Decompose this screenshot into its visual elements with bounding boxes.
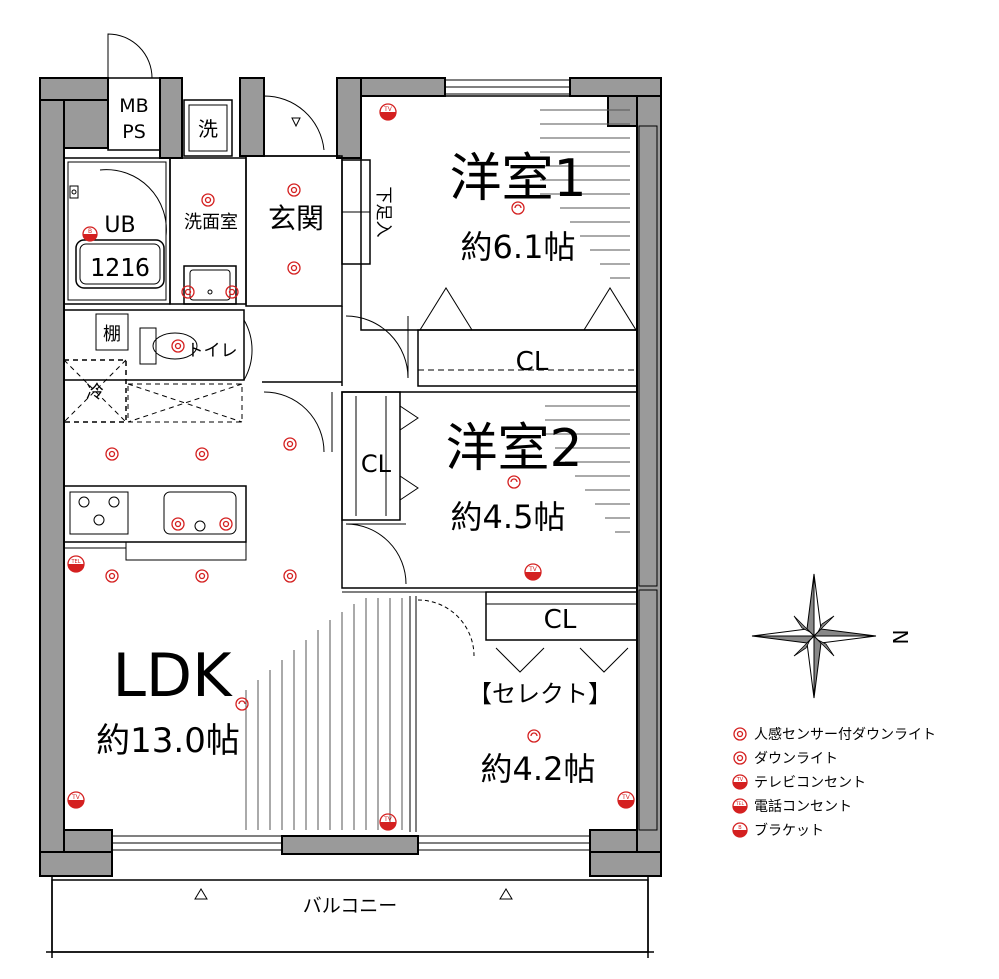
western-room-1: 洋室1 約6.1帖 (360, 95, 638, 331)
legend-label: 電話コンセント (754, 798, 852, 815)
downlight-icon (195, 569, 209, 583)
shoe-box-label: 下足入 (373, 187, 393, 238)
mbps-label-1: MB (119, 95, 148, 117)
western-room-2: CL 洋室2 約4.5帖 (341, 391, 638, 589)
closet3-label: CL (544, 605, 577, 635)
closet1-label: CL (516, 347, 549, 377)
bracket-light-icon: B (82, 226, 98, 242)
mbps-label-2: PS (122, 121, 146, 143)
tv-outlet-icon: TV (617, 791, 635, 809)
sink-icon (163, 491, 237, 535)
downlight-icon (219, 517, 233, 531)
western1-name: 洋室1 (449, 149, 586, 209)
ldk-size: 約13.0帖 (96, 721, 240, 761)
shower-icon (69, 185, 79, 199)
entry-arrow-icon (291, 117, 301, 128)
tv-outlet-icon: TV (732, 774, 748, 790)
unit-bath: UB 1216 (63, 157, 171, 305)
sensor-downlight-icon (171, 339, 185, 353)
legend: 人感センサー付ダウンライト ダウンライト TV テレビコンセント TEL 電話コ… (732, 726, 936, 839)
tel-outlet-icon: TEL (67, 555, 85, 573)
washer-space: 洗 (183, 99, 233, 157)
select-name: 【セレクト】 (468, 680, 612, 708)
tv-outlet-icon: TV (379, 103, 397, 121)
svg-text:TV: TV (621, 794, 631, 801)
legend-label: 人感センサー付ダウンライト (754, 726, 936, 743)
balcony: バルコニー (46, 874, 654, 958)
svg-text:TV: TV (528, 566, 538, 573)
legend-label: テレビコンセント (754, 775, 866, 791)
ceiling-light-icon (511, 201, 525, 215)
svg-text:TV: TV (383, 816, 393, 823)
ceiling-light-icon (507, 475, 521, 489)
ldk-name: LDK (113, 641, 234, 711)
svg-text:TEL: TEL (735, 801, 745, 807)
ceiling-light-icon (527, 729, 541, 743)
toilet-icon (139, 327, 198, 365)
balcony-marker-icon (194, 888, 208, 900)
downlight-icon (287, 183, 301, 197)
downlight-icon (287, 261, 301, 275)
balcony-label: バルコニー (303, 895, 398, 917)
downlights (105, 183, 541, 743)
select-room: 【セレクト】 約4.2帖 (417, 599, 612, 788)
toilet-area: 棚 トイレ (63, 309, 253, 381)
downlight-icon (105, 447, 119, 461)
svg-text:TV: TV (736, 777, 744, 783)
downlight-icon (105, 569, 119, 583)
entrance: 玄関 下足入 (245, 95, 393, 307)
select-size: 約4.2帖 (481, 750, 596, 788)
svg-text:B: B (738, 825, 742, 831)
unit-bath-label: UB (104, 213, 135, 238)
outlets: TV TV TV TV TV TEL B (67, 103, 635, 831)
bracket-light-icon: B (732, 822, 748, 838)
sliding-partition (342, 591, 637, 832)
washer-label: 洗 (198, 117, 218, 141)
western2-name: 洋室2 (445, 419, 582, 479)
compass-north-label: N (888, 630, 912, 645)
downlight-icon (733, 751, 747, 765)
legend-label: ブラケット (754, 822, 824, 839)
compass-rose-icon (751, 573, 877, 699)
downlight-icon (201, 193, 215, 207)
tel-outlet-icon: TEL (732, 798, 748, 814)
washroom-label: 洗面室 (184, 212, 238, 233)
svg-text:TV: TV (71, 794, 81, 801)
ceiling-light-icon (235, 697, 249, 711)
mbps: MB PS (107, 33, 161, 151)
washroom: 洗面室 (169, 157, 247, 305)
western2-size: 約4.5帖 (451, 498, 566, 536)
western1-size: 約6.1帖 (461, 228, 576, 266)
tv-outlet-icon: TV (524, 563, 542, 581)
downlight-icon (181, 285, 195, 299)
downlight-icon (283, 569, 297, 583)
tv-outlet-icon: TV (67, 791, 85, 809)
kitchen-counter (63, 485, 247, 561)
closet-3: CL (485, 591, 638, 673)
downlight-icon (195, 447, 209, 461)
svg-text:B: B (88, 228, 92, 235)
downlight-icon (283, 437, 297, 451)
stove-icon (78, 496, 120, 526)
svg-text:TV: TV (383, 106, 393, 113)
tv-outlet-icon: TV (379, 813, 397, 831)
entrance-label: 玄関 (268, 202, 324, 235)
balcony-marker-icon (499, 888, 513, 900)
ldk: LDK 約13.0帖 (96, 598, 403, 830)
closet2-label: CL (361, 450, 392, 478)
shelf-label: 棚 (103, 324, 121, 345)
downlight-icon (225, 285, 239, 299)
svg-text:TEL: TEL (71, 559, 81, 565)
sensor-downlight-icon (733, 727, 747, 741)
windows (111, 79, 658, 851)
fridge-label: 冷 (86, 382, 104, 403)
legend-label: ダウンライト (754, 751, 838, 767)
downlight-icon (171, 517, 185, 531)
fridge-area: 冷 (63, 359, 243, 423)
closet-1: CL (417, 329, 638, 387)
toilet-label: トイレ (187, 341, 238, 361)
hallway (262, 306, 409, 453)
unit-bath-size: 1216 (90, 253, 150, 282)
